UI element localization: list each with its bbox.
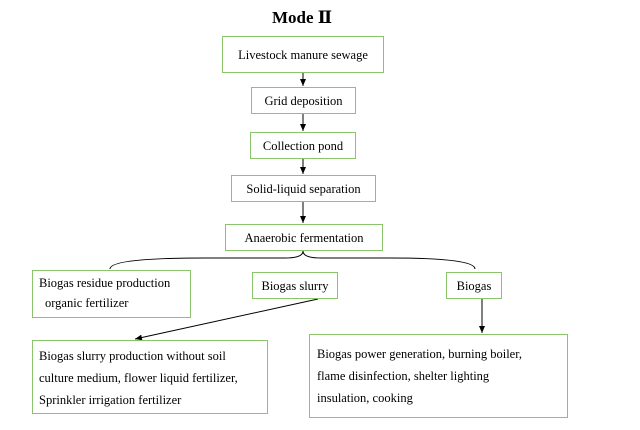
node-biogas: Biogas bbox=[446, 272, 502, 299]
node-label: Biogas bbox=[456, 278, 492, 293]
node-label-line: insulation, cooking bbox=[317, 391, 413, 405]
node-label: Solid-liquid separation bbox=[246, 181, 361, 196]
node-label: Collection pond bbox=[262, 138, 344, 153]
node-anaerobic-fermentation: Anaerobic fermentation bbox=[225, 224, 383, 251]
node-biogas-slurry: Biogas slurry bbox=[252, 272, 338, 299]
node-solid-liquid-separation: Solid-liquid separation bbox=[231, 175, 376, 202]
node-grid-deposition: Grid deposition bbox=[251, 87, 356, 114]
arrow-slurry-to-slurry-production bbox=[134, 298, 319, 341]
node-label-line: culture medium, flower liquid fertilizer… bbox=[39, 371, 238, 385]
node-label-line: Biogas power generation, burning boiler, bbox=[317, 347, 523, 361]
node-livestock-manure-sewage: Livestock manure sewage bbox=[222, 36, 384, 73]
node-biogas-power-uses: Biogas power generation, burning boiler,… bbox=[309, 334, 568, 418]
node-label-line: Sprinkler irrigation fertilizer bbox=[39, 393, 182, 407]
node-biogas-residue: Biogas residue production organic fertil… bbox=[32, 270, 191, 318]
brace-connector bbox=[109, 250, 476, 270]
node-label: Anaerobic fermentation bbox=[244, 230, 364, 245]
node-label-line: Biogas slurry production without soil bbox=[39, 349, 226, 363]
node-label: Livestock manure sewage bbox=[238, 47, 368, 62]
node-label-line: flame disinfection, shelter lighting bbox=[317, 369, 490, 383]
diagram-title: Mode Ⅱ bbox=[272, 8, 333, 27]
node-collection-pond: Collection pond bbox=[250, 132, 356, 159]
node-slurry-production-uses: Biogas slurry production without soil cu… bbox=[32, 340, 268, 414]
node-label: Biogas slurry bbox=[261, 278, 329, 293]
node-label-line: organic fertilizer bbox=[45, 296, 129, 310]
node-label: Grid deposition bbox=[264, 93, 343, 108]
node-label-line: Biogas residue production bbox=[39, 276, 171, 290]
